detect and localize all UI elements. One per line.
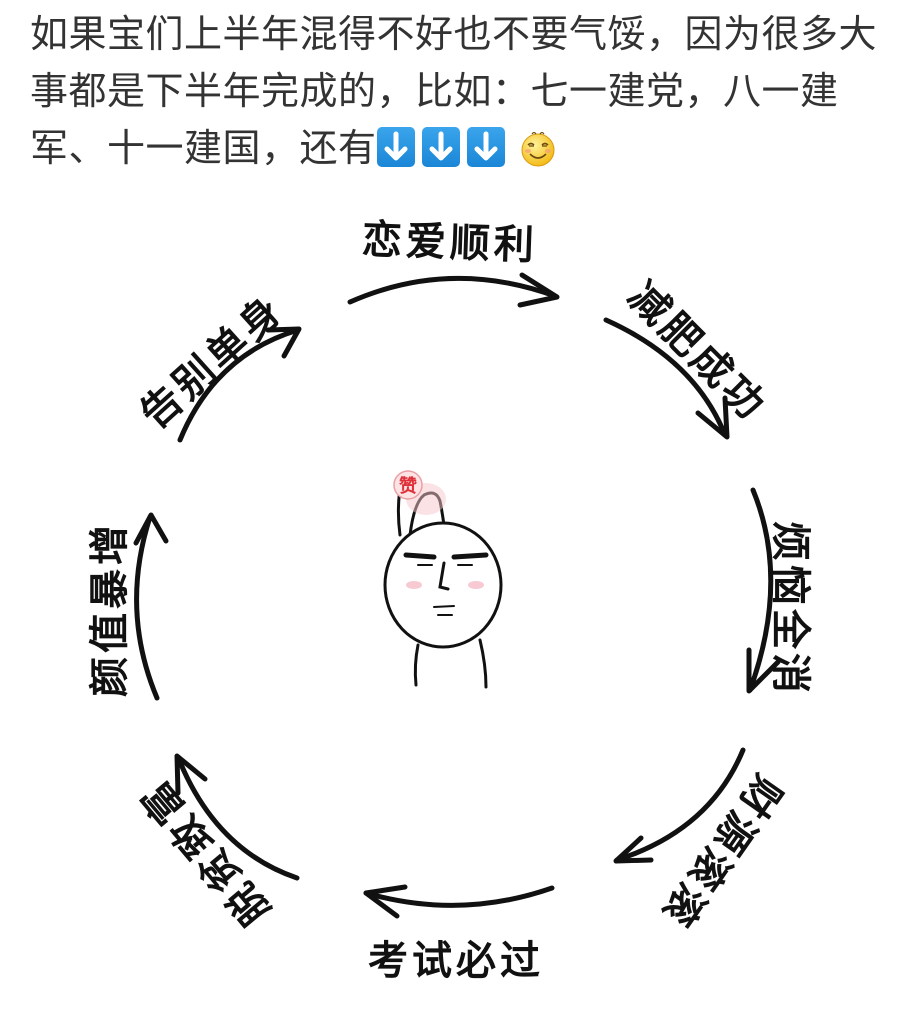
post-text-line-2: 事都是下半年完成的，比如：七一建党，八一建 bbox=[30, 69, 839, 113]
arrow-left-icon bbox=[134, 514, 160, 701]
arrow-top-left-icon bbox=[177, 327, 301, 443]
cycle-arrows bbox=[133, 272, 781, 919]
arrow-bottom-right-icon bbox=[614, 747, 746, 863]
arrow-bottom-icon bbox=[363, 885, 555, 908]
label-beauty-boost: 颜值暴增 bbox=[87, 521, 133, 697]
wish-cycle-diagram: 恋爱顺利 减肥成功 烦恼全消 财源滚滚 考试必过 脱贫致富 颜值暴增 告别单身 bbox=[0, 180, 900, 1030]
down-arrow-emoji-icon bbox=[466, 127, 505, 167]
label-worries-gone: 烦恼全消 bbox=[767, 521, 813, 697]
label-exam-pass: 考试必过 bbox=[368, 938, 544, 984]
smirk-smile-emoji-icon bbox=[520, 126, 556, 167]
label-love: 恋爱顺利 bbox=[361, 216, 539, 270]
post-text-line-3: 军、十一建国，还有 bbox=[30, 120, 880, 177]
arrow-top-icon bbox=[347, 275, 558, 305]
down-arrow-emoji-icon bbox=[376, 127, 415, 167]
arrow-top-right-icon bbox=[603, 317, 728, 438]
arrow-right-icon bbox=[747, 487, 774, 693]
post-text-line-1: 如果宝们上半年混得不好也不要气馁，因为很多大 bbox=[30, 12, 878, 56]
like-sticker-text: 赞 bbox=[398, 476, 417, 497]
arrow-bottom-left-icon bbox=[175, 754, 300, 881]
center-meme-character: 赞 bbox=[378, 465, 508, 694]
post-text: 如果宝们上半年混得不好也不要气馁，因为很多大 事都是下半年完成的，比如：七一建党… bbox=[30, 6, 880, 177]
down-arrow-emoji-icon bbox=[421, 127, 460, 167]
